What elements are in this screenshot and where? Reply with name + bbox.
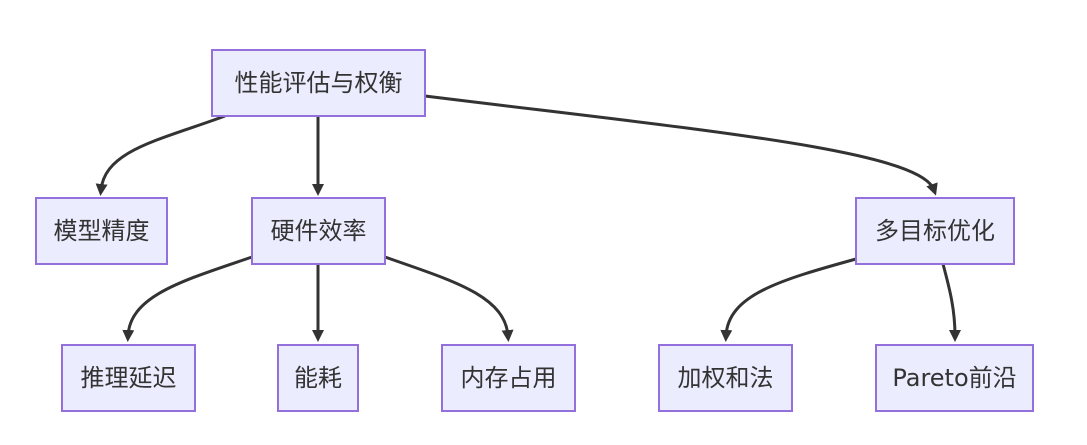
node-multiobj: 多目标优化: [855, 197, 1015, 265]
edge-multiobj-pareto: [941, 263, 961, 342]
node-accuracy: 模型精度: [35, 197, 168, 265]
node-energy: 能耗: [277, 344, 359, 412]
node-memory: 内存占用: [441, 344, 576, 412]
node-pareto-label: Pareto前沿: [892, 364, 1016, 392]
node-weighted: 加权和法: [658, 344, 793, 412]
edges: [95, 94, 961, 342]
node-energy-label: 能耗: [294, 364, 342, 392]
node-accuracy-label: 模型精度: [54, 217, 150, 245]
node-latency: 推理延迟: [61, 344, 196, 412]
node-weighted-label: 加权和法: [678, 364, 774, 392]
node-root: 性能评估与权衡: [211, 49, 426, 117]
edge-hardware-memory: [384, 255, 514, 342]
edge-hardware-latency: [122, 255, 253, 342]
node-latency-label: 推理延迟: [81, 364, 177, 392]
node-hardware: 硬件效率: [251, 197, 386, 265]
node-hardware-label: 硬件效率: [271, 217, 367, 245]
edge-root-accuracy: [95, 114, 226, 196]
node-multiobj-label: 多目标优化: [875, 217, 995, 245]
node-root-label: 性能评估与权衡: [235, 69, 403, 97]
edge-multiobj-weighted: [720, 257, 857, 342]
node-memory-label: 内存占用: [461, 364, 557, 392]
edge-root-multiobj: [424, 94, 938, 196]
node-pareto: Pareto前沿: [875, 344, 1034, 412]
